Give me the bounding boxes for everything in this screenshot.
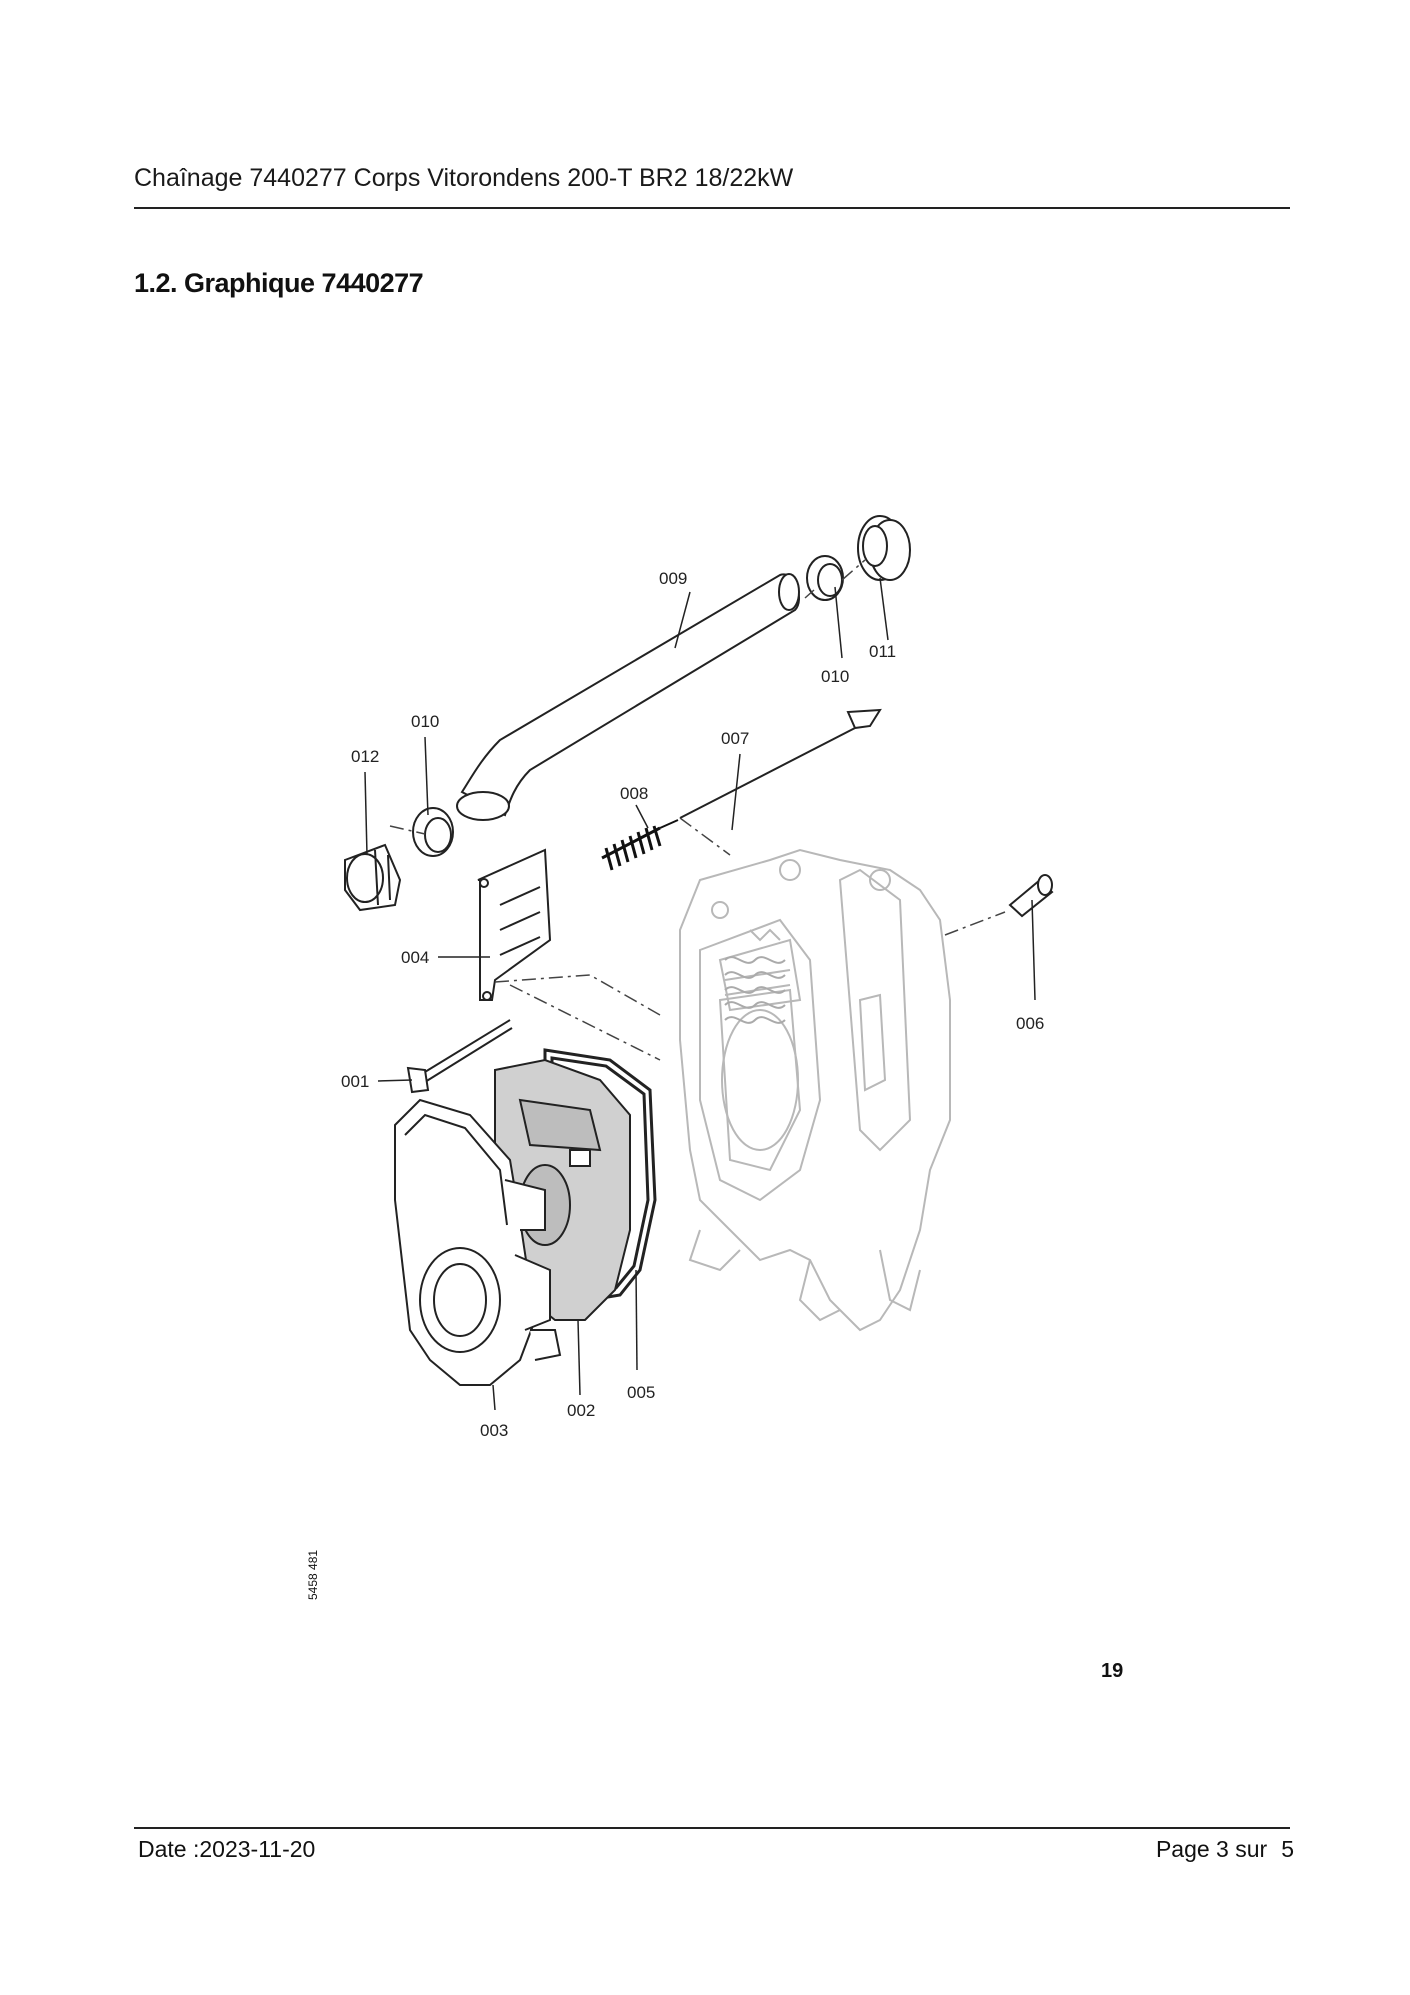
page-total: 5 bbox=[1281, 1836, 1294, 1862]
document-header-title: Chaînage 7440277 Corps Vitorondens 200-T… bbox=[134, 164, 794, 192]
part-label-009: 009 bbox=[659, 569, 687, 588]
part-label-008: 008 bbox=[620, 784, 648, 803]
assembly-guide-lines bbox=[389, 559, 1006, 1061]
pipe-clamps bbox=[412, 555, 844, 857]
section-heading: 1.2. Graphique 7440277 bbox=[134, 268, 424, 298]
flue-adapter bbox=[344, 843, 402, 912]
part-label-010-top: 010 bbox=[821, 667, 849, 686]
flue-pipe bbox=[456, 573, 800, 821]
heat-exchanger-body bbox=[679, 848, 951, 1332]
part-label-011: 011 bbox=[869, 642, 896, 661]
header-divider bbox=[134, 207, 1290, 209]
ignition-electrode bbox=[406, 1019, 513, 1094]
footer-page-number: Page 3 sur 5 bbox=[1156, 1836, 1294, 1863]
part-label-007: 007 bbox=[721, 729, 749, 748]
cleaning-brush bbox=[601, 819, 679, 871]
sheet-number: 19 bbox=[1101, 1660, 1124, 1682]
part-label-001: 001 bbox=[341, 1072, 369, 1091]
end-cap bbox=[857, 515, 911, 581]
cleaning-rod bbox=[679, 708, 882, 819]
part-label-010-left: 010 bbox=[411, 712, 439, 731]
label-leader-lines bbox=[364, 577, 1036, 1411]
burner-housing bbox=[394, 1098, 562, 1386]
part-label-006: 006 bbox=[1016, 1014, 1044, 1033]
footer-date: Date :2023-11-20 bbox=[138, 1836, 316, 1862]
part-label-003: 003 bbox=[480, 1421, 508, 1440]
page-label: Page 3 sur bbox=[1155, 1836, 1268, 1862]
temperature-sensor bbox=[1008, 874, 1054, 918]
part-label-004: 004 bbox=[401, 948, 429, 967]
part-label-005: 005 bbox=[627, 1383, 655, 1402]
footer-divider bbox=[134, 1827, 1290, 1829]
burner-cover bbox=[494, 1058, 631, 1321]
part-label-012: 012 bbox=[351, 747, 379, 766]
mounting-bracket bbox=[477, 848, 552, 1001]
drawing-reference-code: 5458 481 bbox=[306, 1549, 320, 1600]
part-label-002: 002 bbox=[567, 1401, 595, 1420]
body-coils bbox=[724, 956, 786, 1024]
